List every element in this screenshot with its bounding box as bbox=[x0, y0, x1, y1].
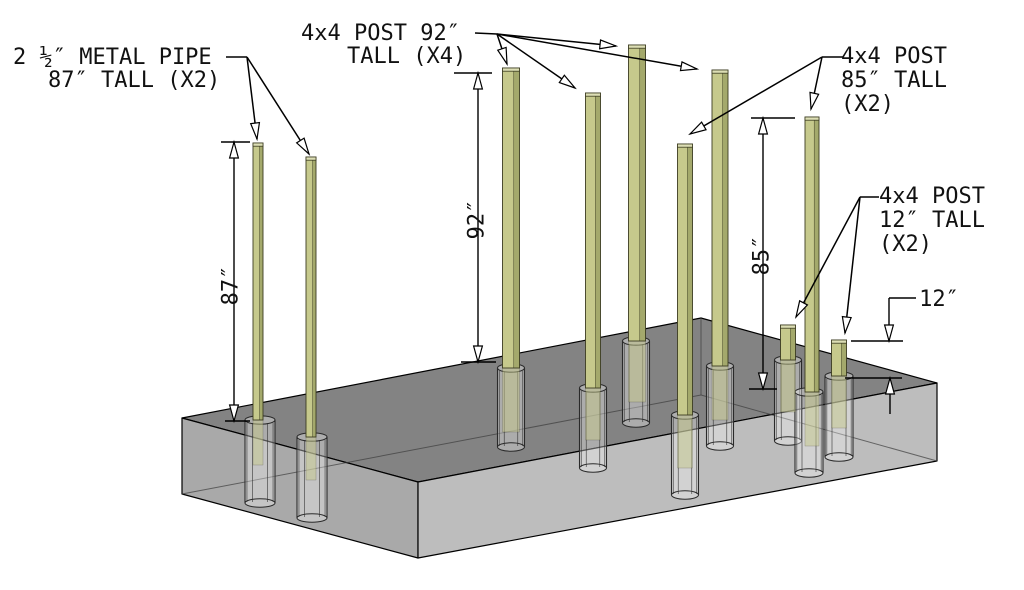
label-post85-line3: (X2) bbox=[841, 92, 894, 117]
label-post85-line2: 85″ TALL bbox=[841, 68, 947, 93]
label-post12-line2: 12″ TALL bbox=[879, 208, 985, 233]
dim-87-text: 87″ bbox=[218, 265, 244, 306]
label-post92-line1: 4x4 POST 92″ bbox=[301, 21, 460, 46]
label-metal-pipe-line1: 2 ½″ METAL PIPE bbox=[13, 45, 212, 70]
label-post12-line3: (X2) bbox=[879, 232, 932, 257]
label-post12-line1: 4x4 POST bbox=[879, 184, 985, 209]
label-metal-pipe-line2: 87″ TALL (X2) bbox=[48, 68, 221, 93]
label-post85-line1: 4x4 POST bbox=[841, 44, 947, 69]
dim-12-text: 12″ bbox=[919, 287, 959, 312]
dim-92-text: 92″ bbox=[464, 199, 490, 240]
dim-85-text: 85″ bbox=[749, 235, 775, 276]
label-post92-line2: TALL (X4) bbox=[347, 44, 467, 69]
